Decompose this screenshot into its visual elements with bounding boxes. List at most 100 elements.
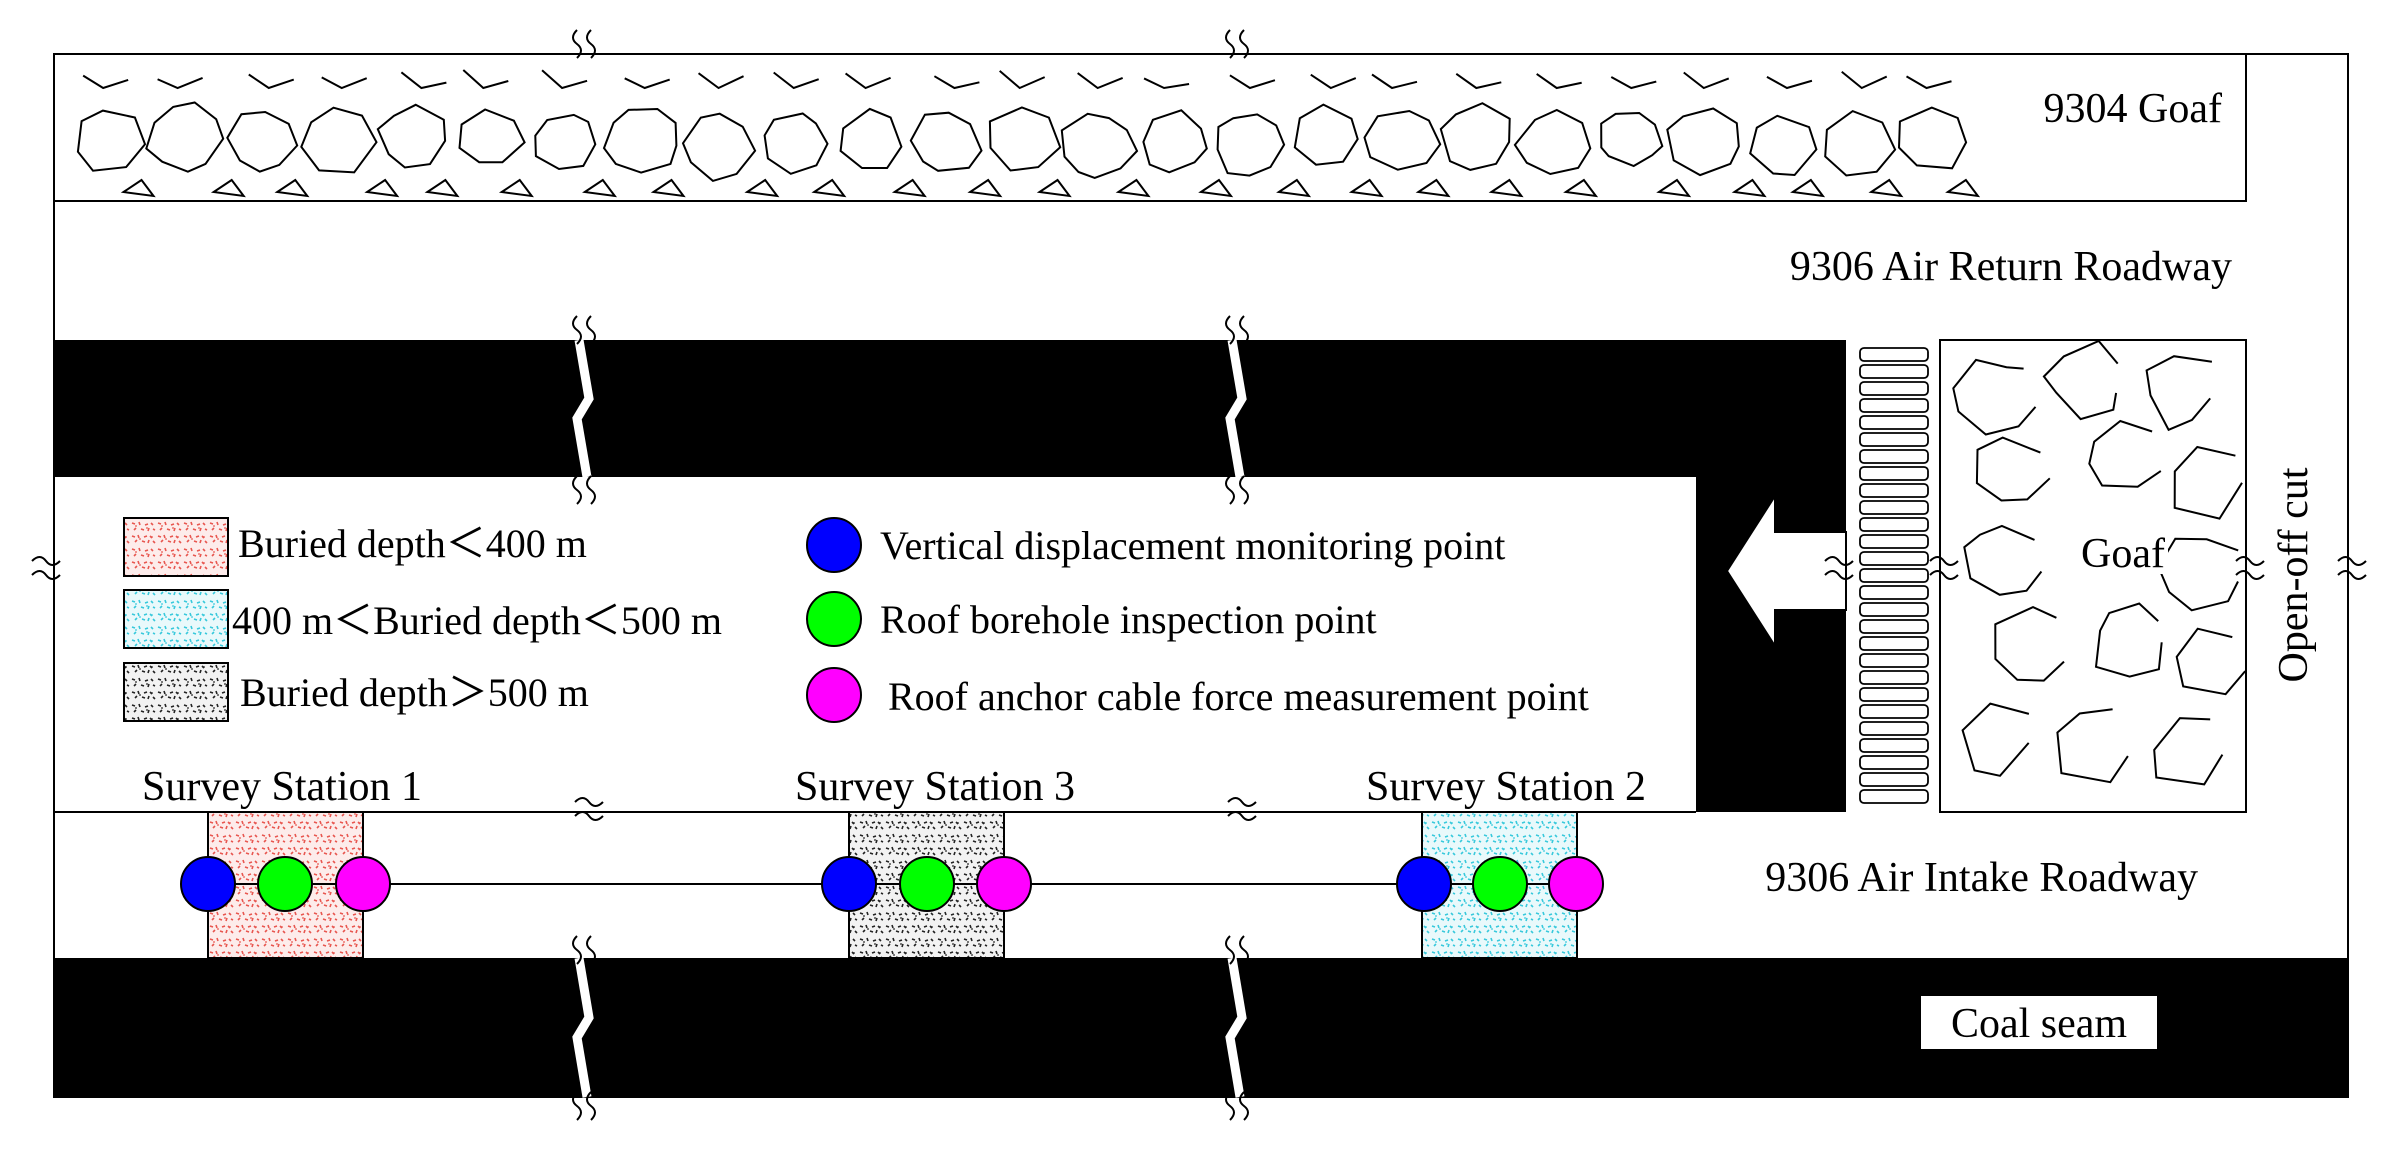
advance-direction-arrow	[1725, 492, 1847, 650]
legend-point-label-2: Roof borehole inspection point	[880, 597, 1377, 642]
rock-fragment	[602, 107, 678, 174]
break-marks	[31, 29, 2367, 1121]
station-3-green-point	[899, 856, 955, 912]
support-unit	[1859, 500, 1929, 515]
station-2-label: Survey Station 2	[1366, 764, 1646, 810]
rock-fragment	[2088, 419, 2162, 488]
return-roadway-label: 9306 Air Return Roadway	[1790, 244, 2232, 290]
rock-edge	[844, 72, 891, 90]
support-unit	[1859, 602, 1929, 617]
support-unit	[1859, 449, 1929, 464]
support-unit	[1859, 687, 1929, 702]
support-unit	[1859, 670, 1929, 685]
support-unit	[1859, 738, 1929, 753]
break-gap	[572, 339, 594, 478]
rock-edge	[933, 75, 980, 90]
goaf-9304-strip	[53, 53, 2247, 202]
rock-shard	[1945, 178, 1981, 198]
station-3-points	[821, 856, 1032, 912]
station-3-magenta-point	[976, 856, 1032, 912]
support-unit	[1859, 721, 1929, 736]
break-gap	[1225, 957, 1247, 1098]
break-symbol	[1929, 556, 1959, 580]
break-symbol	[572, 1091, 596, 1121]
coal-pillar-upper	[54, 340, 1846, 812]
rock-fragment	[376, 103, 447, 169]
rock-fragment	[1439, 102, 1511, 171]
rock-edge	[624, 77, 671, 90]
rock-edge	[1905, 75, 1952, 90]
station-3-blue-point	[821, 856, 877, 912]
hydraulic-supports	[1859, 347, 1929, 804]
rock-edge	[1536, 73, 1582, 90]
rock-fragment	[763, 112, 829, 175]
rock-shard	[1115, 178, 1151, 198]
rock-fragment	[909, 111, 983, 172]
support-unit	[1859, 789, 1929, 804]
rock-edge	[321, 76, 368, 90]
support-unit	[1859, 364, 1929, 379]
support-unit	[1859, 517, 1929, 532]
break-symbol	[1225, 29, 1249, 59]
rock-shard	[1276, 178, 1312, 198]
rock-fragment	[1060, 112, 1139, 179]
break-symbol	[2337, 556, 2367, 580]
rock-shard	[1731, 178, 1767, 198]
rock-fragment	[2175, 627, 2246, 696]
rock-edge	[1683, 71, 1730, 90]
break-symbol	[1225, 315, 1249, 345]
rock-fragment	[2173, 445, 2243, 520]
rock-shard	[811, 178, 847, 198]
station-2-magenta-point	[1548, 856, 1604, 912]
support-unit	[1859, 398, 1929, 413]
rock-fragment	[1142, 109, 1208, 174]
support-unit	[1859, 568, 1929, 583]
legend-swatch-cyan	[123, 589, 229, 649]
rock-shard	[1868, 178, 1904, 198]
break-gap	[1225, 339, 1247, 478]
legend-point-blue	[806, 517, 862, 573]
break-symbol	[572, 315, 596, 345]
rock-shard	[744, 178, 780, 198]
rock-edge	[1610, 76, 1657, 90]
rock-edge	[462, 69, 509, 90]
rock-shard	[498, 178, 534, 198]
rock-edge	[999, 70, 1046, 90]
break-symbol	[572, 935, 596, 965]
rock-fragment	[2056, 708, 2129, 784]
station-1-points	[180, 856, 391, 912]
break-symbol	[1225, 935, 1249, 965]
rock-shard	[1348, 178, 1384, 198]
rock-edge	[1310, 73, 1357, 90]
legend-depth-label-3: Buried depth＞500 m	[240, 670, 589, 715]
legend-point-label-3: Roof anchor cable force measurement poin…	[888, 674, 1589, 719]
legend-depth-label-2: 400 m＜Buried depth＜500 m	[232, 598, 722, 643]
rock-fragment	[2145, 355, 2213, 432]
rock-fragment	[1824, 109, 1897, 177]
rock-shard	[1656, 178, 1692, 198]
rock-fragment	[681, 112, 757, 183]
legend-swatch-black	[123, 662, 229, 722]
rock-fragment	[226, 110, 299, 173]
rock-fragment	[839, 107, 903, 169]
rock-fragment	[2153, 717, 2224, 786]
rock-fragment	[1975, 436, 2051, 502]
coal-seam-label-box	[1921, 996, 2157, 1049]
rock-shard	[1790, 178, 1826, 198]
break-symbol	[572, 475, 596, 505]
support-unit	[1859, 381, 1929, 396]
support-unit	[1859, 347, 1929, 362]
rock-fragment	[1600, 111, 1664, 168]
rock-edge	[1455, 73, 1502, 90]
support-unit	[1859, 534, 1929, 549]
rock-edge	[1077, 72, 1124, 90]
support-unit	[1859, 653, 1929, 668]
rock-fragment	[76, 109, 147, 172]
rock-fragment	[145, 101, 225, 173]
goaf-rock-fragments	[76, 69, 1981, 198]
rock-edge	[1841, 70, 1888, 90]
support-unit	[1859, 466, 1929, 481]
coal-seam-label: Coal seam	[1951, 1001, 2127, 1047]
rock-edge	[1143, 77, 1190, 90]
rock-shard	[1036, 178, 1072, 198]
